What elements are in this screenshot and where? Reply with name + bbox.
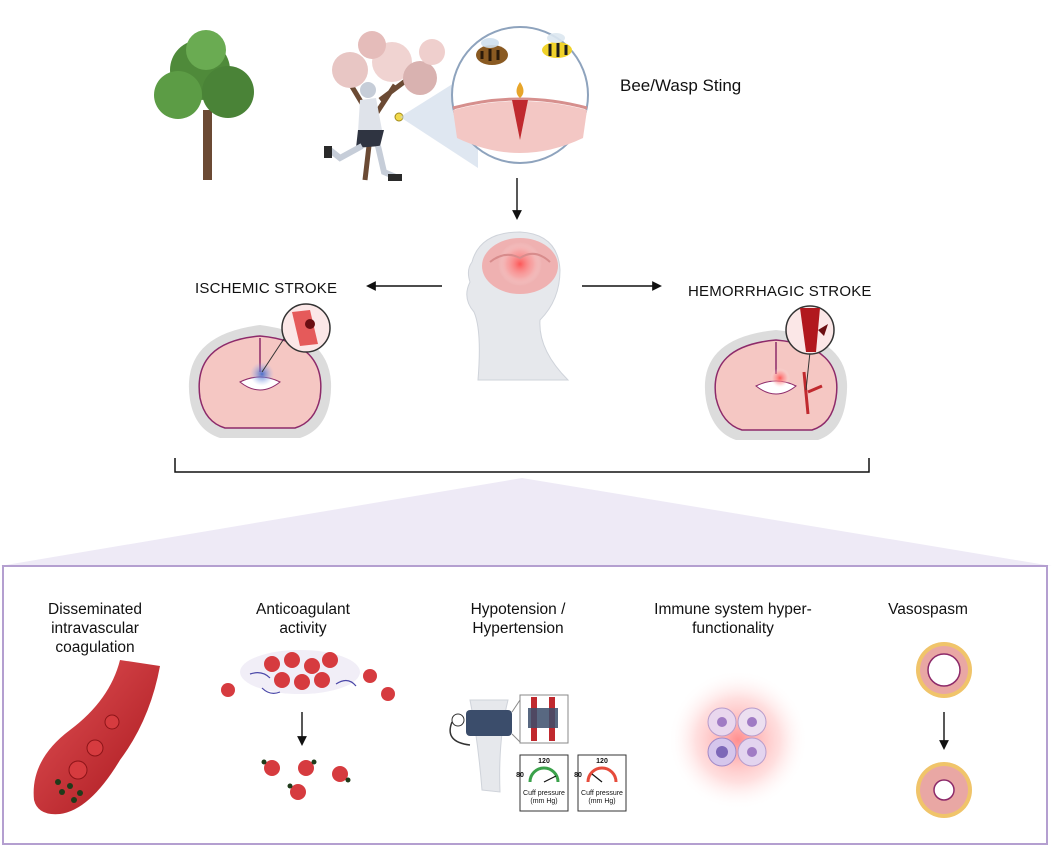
dic-vessel-illustration: [33, 660, 160, 815]
hemorrhagic-brain-section: [704, 305, 848, 440]
gauge2-left-value: 80: [574, 772, 582, 779]
funnel-shape: [0, 478, 1052, 566]
gauge1-left-value: 80: [516, 772, 524, 779]
mechanism-label-dic: Disseminated intravascular coagulation: [48, 601, 142, 656]
human-head-illustration: [466, 231, 570, 381]
wasp-icon: [542, 33, 572, 58]
bee-icon: [476, 38, 508, 65]
mechanism-label-anticoagulant: Anticoagulant activity: [256, 601, 350, 637]
ischemic-stroke-label: ISCHEMIC STROKE: [195, 280, 338, 297]
gauge2-top-value: 120: [596, 758, 608, 765]
tree-right-illustration: [332, 31, 445, 181]
immune-cells-illustration: [668, 670, 808, 810]
gauge2-caption: Cuff pressure (mm Hg): [581, 790, 623, 805]
grouping-bracket: [174, 458, 870, 473]
runner-illustration: [324, 82, 404, 181]
blood-pressure-illustration: [449, 694, 627, 812]
ischemic-brain-section: [188, 303, 332, 438]
tree-left-illustration: [154, 30, 254, 180]
mechanism-label-vasospasm: Vasospasm: [888, 601, 968, 618]
mechanism-label-blood-pressure: Hypotension / Hypertension: [470, 601, 566, 637]
sting-label: Bee/Wasp Sting: [620, 76, 742, 95]
vasospasm-illustration: [916, 642, 972, 818]
gauge1-top-value: 120: [538, 758, 550, 765]
anticoagulant-illustration: [221, 650, 395, 800]
hemorrhagic-stroke-label: HEMORRHAGIC STROKE: [688, 283, 872, 300]
mechanism-label-immune: Immune system hyper- functionality: [654, 601, 812, 637]
gauge1-caption: Cuff pressure (mm Hg): [523, 790, 565, 805]
